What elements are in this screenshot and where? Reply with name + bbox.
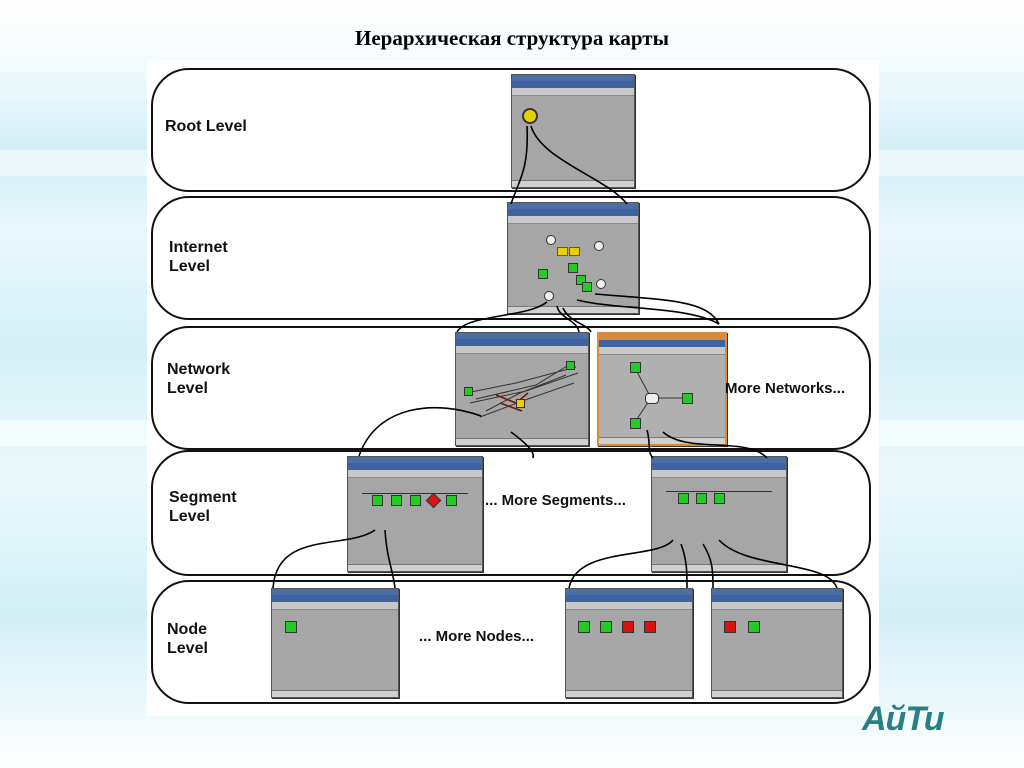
interface-icon[interactable] xyxy=(285,621,297,633)
connector xyxy=(680,543,688,589)
map-window-node-2[interactable] xyxy=(565,588,693,698)
gateway-icon[interactable] xyxy=(596,279,606,289)
segment-bus xyxy=(362,493,468,494)
network-icon[interactable] xyxy=(568,263,578,273)
connector xyxy=(594,293,720,325)
network-icon[interactable] xyxy=(566,361,575,370)
gateway-icon[interactable] xyxy=(544,291,554,301)
connector xyxy=(702,543,714,589)
diagram-panel: Root Level Internet Level Network Level … xyxy=(147,60,879,716)
network-icon[interactable] xyxy=(582,282,592,292)
root-node-icon[interactable] xyxy=(522,108,538,124)
connector xyxy=(358,406,482,457)
gateway-icon[interactable] xyxy=(594,241,604,251)
node-icon[interactable] xyxy=(410,495,421,506)
map-window-segment-2[interactable] xyxy=(651,456,787,572)
level-label: Segment Level xyxy=(169,489,237,525)
connector xyxy=(662,431,768,459)
connector xyxy=(510,125,529,205)
interface-alarm-icon[interactable] xyxy=(644,621,656,633)
map-window-root[interactable] xyxy=(511,74,635,188)
level-label: Node Level xyxy=(167,621,208,657)
company-logo: АйТи xyxy=(862,700,945,738)
node-icon[interactable] xyxy=(678,493,689,504)
interface-icon[interactable] xyxy=(748,621,760,633)
more-nodes-label: ... More Nodes... xyxy=(419,628,535,645)
connector xyxy=(272,529,376,589)
interface-icon[interactable] xyxy=(600,621,612,633)
segment-icon[interactable] xyxy=(630,362,641,373)
segment-bus xyxy=(666,491,772,492)
segment-icon[interactable] xyxy=(630,418,641,429)
page-title: Иерархическая структура карты xyxy=(354,26,669,50)
network-icon[interactable] xyxy=(464,387,473,396)
router-icon[interactable] xyxy=(569,247,580,256)
connector xyxy=(530,125,628,205)
level-label: Root Level xyxy=(165,118,247,135)
network-icon[interactable] xyxy=(576,275,586,285)
map-window-network-2[interactable] xyxy=(597,332,727,446)
segment-icon[interactable] xyxy=(682,393,693,404)
node-icon[interactable] xyxy=(446,495,457,506)
node-icon[interactable] xyxy=(391,495,402,506)
map-window-segment-1[interactable] xyxy=(347,456,483,572)
level-label: Network Level xyxy=(167,361,231,397)
interface-alarm-icon[interactable] xyxy=(724,621,736,633)
connector xyxy=(384,529,396,589)
connector xyxy=(456,301,548,333)
node-icon[interactable] xyxy=(372,495,383,506)
more-segments-label: ... More Segments... xyxy=(485,492,626,509)
hierarchy-connectors xyxy=(272,125,838,589)
interface-alarm-icon[interactable] xyxy=(622,621,634,633)
map-window-node-1[interactable] xyxy=(271,588,399,698)
map-window-network-1[interactable] xyxy=(455,332,589,446)
gateway-icon[interactable] xyxy=(546,235,556,245)
network-icon[interactable] xyxy=(538,269,548,279)
map-window-node-3[interactable] xyxy=(711,588,843,698)
connector xyxy=(646,429,654,459)
router-icon[interactable] xyxy=(557,247,568,256)
connector xyxy=(562,307,592,333)
connector xyxy=(576,299,720,325)
node-icon[interactable] xyxy=(696,493,707,504)
node-icon[interactable] xyxy=(714,493,725,504)
connector xyxy=(556,305,580,333)
connector xyxy=(718,539,838,589)
interface-icon[interactable] xyxy=(578,621,590,633)
connector xyxy=(568,539,674,589)
more-networks-label: More Networks... xyxy=(725,380,846,397)
level-label: Internet Level xyxy=(169,239,228,275)
network-icon[interactable] xyxy=(516,399,525,408)
hub-icon[interactable] xyxy=(645,393,659,404)
connector xyxy=(510,431,535,459)
